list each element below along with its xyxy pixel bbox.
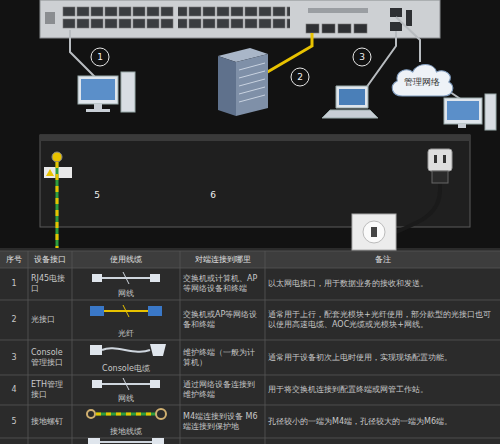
network-cable-icon	[92, 272, 160, 284]
pc-icon	[444, 94, 496, 130]
table-grid	[0, 251, 500, 444]
table-cell-number: 2	[3, 300, 25, 340]
table-cell-port: 接地螺钉	[31, 405, 69, 438]
callout-number: 3	[353, 49, 371, 65]
table-cell-peer: 维护终端（一般为计算机）	[183, 340, 262, 375]
switch-rear-panel	[40, 135, 470, 227]
table-cell-cable: 网线	[75, 375, 177, 404]
table-cell-peer: 交换机或计算机、AP等网络设备和终端	[183, 268, 262, 300]
power-cable-icon	[88, 438, 164, 444]
eth-cable	[396, 17, 420, 62]
table-cell-peer: M4端连接到设备 M6端连接到保护地	[183, 405, 262, 438]
table-cell-peer: 通过网络设备连接到维护终端	[183, 375, 262, 405]
callout-number: 1	[91, 49, 109, 65]
table-cell-number: 5	[3, 405, 25, 438]
fiber-icon	[90, 305, 162, 317]
ground-wire	[56, 162, 59, 248]
table-cell-note: 孔径较小的一端为M4端，孔径较大的一端为M6端。	[268, 405, 497, 438]
switch-front-panel	[40, 0, 440, 38]
fiber-cable	[264, 33, 312, 74]
power-plug	[432, 171, 448, 183]
table-header-cell: 设备接口	[31, 251, 69, 268]
table-cell-cable: Console电缆	[75, 340, 177, 374]
callout-number: 5	[88, 187, 106, 203]
table-cell-cable: 网线	[75, 268, 177, 299]
network-cable-icon	[92, 378, 160, 390]
console-cable-icon	[90, 344, 166, 356]
wall-socket	[352, 214, 396, 250]
cloud-node: 管理网络	[388, 60, 456, 98]
table-cell-note: 通常用于设备初次上电时使用，实现现场配置功能。	[268, 340, 497, 375]
table-cell-number: 1	[3, 268, 25, 300]
table-cell-port: Console管理接口	[31, 340, 69, 375]
table-cell-number: 4	[3, 375, 25, 405]
table-cell-note: 以太网电接口，用于数据业务的接收和发送。	[268, 268, 497, 300]
table-cell-note: 用于将交换机连接到配置终端或网管工作站。	[268, 375, 497, 405]
table-header-cell: 序号	[3, 251, 25, 268]
callout-number: 6	[204, 187, 222, 203]
table-cell-cable: 接地线缆	[75, 405, 177, 437]
server-icon	[218, 48, 268, 116]
ground-cable-icon	[87, 409, 166, 419]
ground-wire	[56, 162, 59, 248]
table-cell-peer: 交换机或AP等网络设备和终端	[183, 300, 262, 340]
laptop-icon	[322, 86, 378, 118]
table-cell-note: 通常用于上行，配套光模块+光纤使用，部分款型的光接口也可以使用高速电缆、AOC光…	[268, 300, 497, 340]
table-cell-port: 光接口	[31, 300, 69, 340]
network-cable	[70, 30, 96, 78]
pc-icon	[78, 72, 135, 112]
table-cell-port: ETH管理接口	[31, 375, 69, 405]
cloud-shape	[392, 65, 453, 97]
table-header-cell: 备注	[268, 251, 497, 268]
table-header	[0, 251, 500, 268]
table-header-cell: 对端连接到哪里	[183, 251, 262, 268]
table-cell-number: 3	[3, 340, 25, 375]
table-cell-cable: 光纤	[75, 300, 177, 339]
table-header-cell: 使用线缆	[75, 251, 177, 268]
table-cell-port: RJ45电接口	[31, 268, 69, 300]
callout-number: 2	[291, 69, 309, 85]
table-ground	[0, 248, 500, 444]
node-text: 管理网络	[404, 70, 440, 89]
